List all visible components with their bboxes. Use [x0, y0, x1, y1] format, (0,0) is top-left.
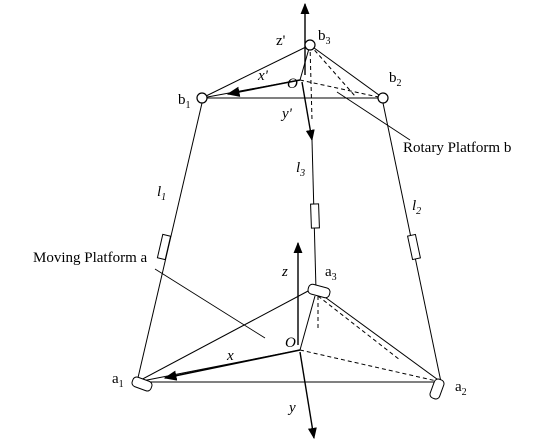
label-a1: a1: [112, 371, 124, 390]
label-b1: b1: [178, 92, 191, 111]
label-b2: b2: [389, 70, 402, 89]
rotary-platform-label: Rotary Platform b: [403, 140, 511, 156]
joint-b3: [304, 39, 316, 51]
joint-b2: [377, 92, 389, 104]
label-x-prime: x': [257, 68, 269, 84]
label-a2: a2: [455, 379, 467, 398]
dashed-O-a2: [299, 349, 442, 383]
dashed-O-b2: [299, 79, 384, 99]
label-l2: l2: [412, 198, 421, 217]
leader-moving: [154, 268, 266, 339]
label-x: x: [226, 348, 234, 364]
leg-sleeves: [156, 203, 422, 261]
joint-a3: [307, 283, 331, 299]
dashed-b3-down: [309, 44, 313, 121]
edge-b3-b2: [309, 44, 384, 99]
bottom-joints: [131, 283, 445, 400]
label-O-bottom: O: [285, 335, 296, 351]
y-axis: [299, 351, 317, 440]
edge-a3-a2: [317, 291, 442, 383]
edge-a1-a3: [136, 289, 311, 383]
x-axis: [163, 349, 301, 381]
edge-O-a3: [299, 295, 316, 351]
dashed-b3-b2: [309, 44, 356, 97]
moving-platform-label: Moving Platform a: [33, 250, 147, 266]
leader-rotary: [336, 91, 411, 141]
label-z: z: [281, 264, 288, 280]
label-y-prime: y': [280, 106, 293, 122]
label-y: y: [287, 400, 296, 416]
x-prime-axis: [226, 79, 301, 97]
y-prime-axis: [301, 81, 315, 142]
dashed-a3-a2: [317, 295, 401, 361]
label-l1: l1: [157, 184, 166, 203]
joint-a1: [131, 376, 153, 392]
label-z-prime: z': [276, 33, 286, 49]
label-a3: a3: [325, 264, 337, 283]
label-O-top: O: [287, 76, 298, 92]
label-b3: b3: [318, 28, 331, 47]
sleeve-l3: [310, 203, 320, 229]
label-l3: l3: [296, 160, 305, 179]
sleeve-l2: [406, 233, 422, 261]
joint-b1: [196, 92, 208, 104]
edge-b1-b3: [201, 44, 311, 99]
sleeve-l1: [156, 233, 172, 261]
joint-a2: [429, 378, 445, 400]
